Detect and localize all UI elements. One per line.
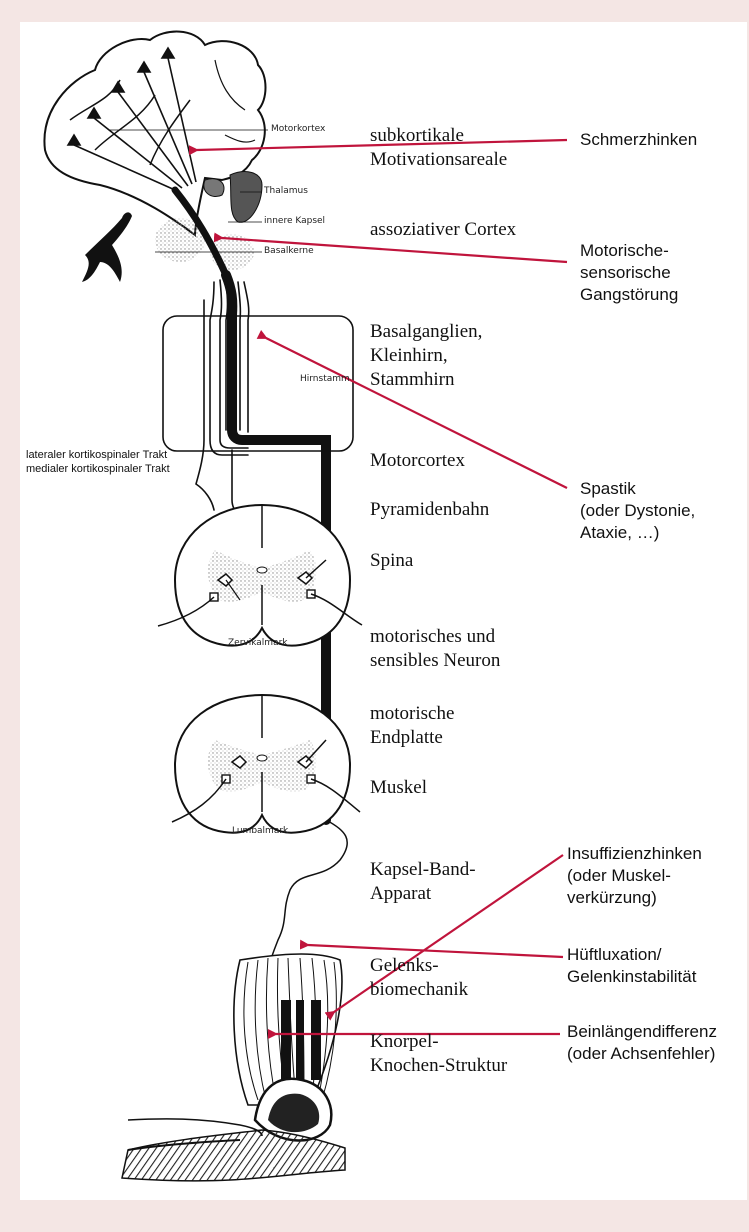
label-lateral-tract: lateraler kortikospinaler Trakt [26, 449, 167, 461]
disorder-insuffizienzhinken: Insuffizienzhinken (oder Muskel- verkürz… [567, 843, 702, 909]
level-label-muskel: Muskel [370, 776, 427, 800]
disorder-gangstoerung: Motorische- sensorische Gangstörung [580, 240, 678, 306]
level-label-spina: Spina [370, 549, 413, 573]
disorder-spastik: Spastik (oder Dystonie, Ataxie, …) [580, 478, 695, 544]
level-label-endplatte: motorische Endplatte [370, 702, 454, 750]
label-hirnstamm: Hirnstamm [300, 374, 350, 384]
level-label-neuron: motorisches und sensibles Neuron [370, 625, 500, 673]
level-label-assoziativer-cortex: assoziativer Cortex [370, 218, 516, 242]
level-label-kapsel-band: Kapsel-Band- Apparat [370, 858, 476, 906]
level-label-basalganglien: Basalganglien, Kleinhirn, Stammhirn [370, 320, 482, 392]
cortex-drawing [44, 32, 268, 282]
level-label-knorpel: Knorpel- Knochen-Struktur [370, 1030, 507, 1078]
label-innere-kapsel: innere Kapsel [264, 216, 325, 226]
level-label-subkortikale: subkortikale Motivationsareale [370, 124, 507, 172]
label-lumbalmark: Lumbalmark [232, 826, 288, 836]
label-medial-tract: medialer kortikospinaler Trakt [26, 463, 170, 475]
level-label-pyramidenbahn: Pyramidenbahn [370, 498, 489, 522]
muscle-joint-drawing [122, 954, 345, 1181]
level-label-gelenksbiomechanik: Gelenks- biomechanik [370, 954, 468, 1002]
label-thalamus: Thalamus [264, 186, 308, 196]
disorder-hueftluxation: Hüftluxation/ Gelenkinstabilität [567, 944, 696, 988]
label-motorkortex: Motorkortex [271, 124, 325, 134]
disorder-schmerzhinken: Schmerzhinken [580, 129, 697, 151]
lumbar-cord-section [172, 695, 360, 833]
level-label-motorcortex: Motorcortex [370, 449, 465, 473]
disorder-beinlaengendifferenz: Beinlängendifferenz (oder Achsenfehler) [567, 1021, 717, 1065]
cervical-cord-section [158, 505, 362, 646]
label-basalkerne: Basalkerne [264, 246, 314, 256]
label-zervikalmark: Zervikalmark [228, 638, 288, 648]
